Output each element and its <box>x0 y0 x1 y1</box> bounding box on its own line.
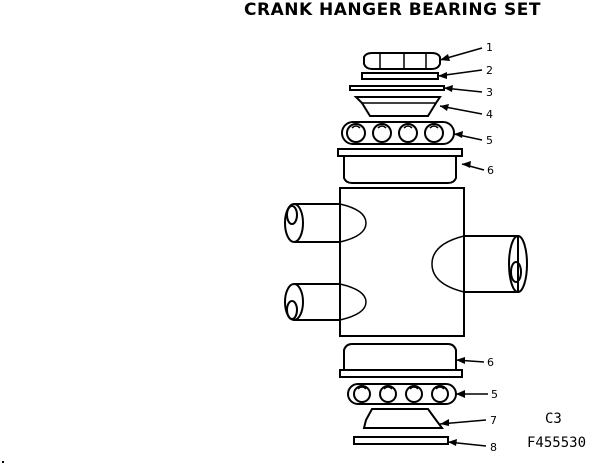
thin-washer-part <box>349 85 445 91</box>
washer-part-lower <box>353 436 449 445</box>
section-code: C3 <box>545 411 562 427</box>
cone-part <box>353 96 442 117</box>
callout-6-lower: 6 <box>487 356 494 369</box>
callout-2: 2 <box>486 64 493 77</box>
callout-7: 7 <box>490 414 497 427</box>
callout-8: 8 <box>490 441 497 454</box>
callout-3: 3 <box>486 86 493 99</box>
callout-1: 1 <box>486 41 493 54</box>
stray-mark <box>2 461 4 463</box>
nut-part <box>363 52 441 70</box>
bottom-bracket-shell <box>284 187 528 337</box>
cup-part <box>337 148 463 184</box>
washer-part <box>361 72 439 80</box>
callout-6: 6 <box>487 164 494 177</box>
part-number: F455530 <box>527 435 586 451</box>
leader-arrows <box>437 47 488 447</box>
cone-part-lower <box>362 408 444 429</box>
callout-5: 5 <box>486 134 493 147</box>
callout-5-lower: 5 <box>491 388 498 401</box>
cup-part-lower <box>339 343 463 378</box>
ball-retainer-part <box>341 121 455 145</box>
ball-retainer-part-lower <box>347 383 457 405</box>
callout-4: 4 <box>486 108 493 121</box>
diagram-title: CRANK HANGER BEARING SET <box>244 0 541 20</box>
